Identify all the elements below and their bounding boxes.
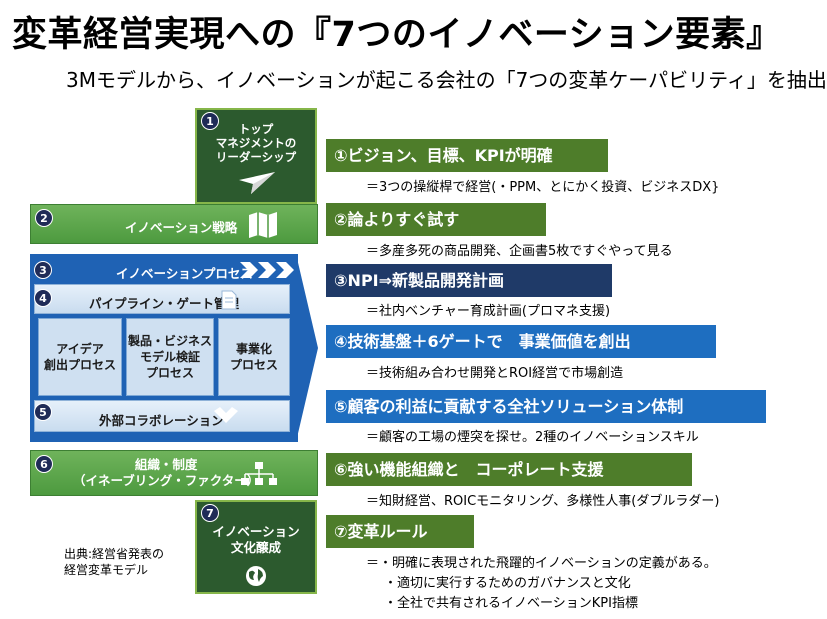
element-desc-1: ＝3つの操縦桿で経営(・PPM、とにかく投資、ビジネスDX} [366,180,720,195]
culture-box: 7 イノベーション 文化醸成 [195,500,317,594]
element-desc-2: ＝多産多死の商品開発、企画書5枚ですぐやって見る [366,244,673,259]
map-icon [249,212,277,238]
element-desc-3: ＝社内ベンチャー育成計画(プロマネ支援) [366,304,611,319]
chevrons-icon [240,262,294,278]
element-heading-3: ③NPI⇒新製品開発計画 [326,264,612,297]
idea-creation-label: アイデア 創出プロセス [43,342,116,372]
commercialization-column: 事業化 プロセス [218,318,290,396]
document-icon [221,290,237,310]
number-badge-2: 2 [35,209,53,227]
organization-label: 組織・制度 （イネーブリング・ファクター） [73,457,260,488]
element-desc-6: ＝知財経営、ROICモニタリング、多様性人事(ダブルラダー) [366,494,720,509]
element-desc-4: ＝技術組み合わせ開発とROI経営で市場創造 [366,366,624,381]
globe-icon [246,566,266,586]
process-row: 3 イノベーションプロセス [34,258,304,282]
element-desc-7-line-3: ・全社で共有されるイノベーションKPI指標 [384,596,638,611]
element-desc-7-line-2: ・適切に実行するためのガバナンスと文化 [384,576,631,591]
pipeline-row: 4 パイプライン・ゲート管理 [34,284,290,314]
top-management-label: トップ マネジメントの リーダーシップ [215,122,297,164]
organization-bar: 6 組織・制度 （イネーブリング・ファクター） [30,450,318,496]
element-heading-7: ⑦変革ルール [326,515,474,548]
source-note: 出典:経営省発表の 経営変革モデル [64,547,165,577]
pipeline-label: パイプライン・ゲート管理 [89,296,240,311]
number-badge-3: 3 [34,261,52,279]
top-management-box: 1 トップ マネジメントの リーダーシップ [195,108,317,204]
element-desc-7: ＝・明確に表現された飛躍的イノベーションの定義がある。 [366,556,717,571]
element-heading-2: ②論よりすぐ試す [326,203,546,236]
paper-plane-icon [239,172,275,194]
culture-label: イノベーション 文化醸成 [212,524,300,555]
number-badge-7: 7 [201,504,219,522]
collaboration-row: 5 外部コラボレーション [34,400,290,432]
handshake-icon [214,407,238,423]
idea-creation-column: アイデア 創出プロセス [38,318,122,396]
element-heading-4: ④技術基盤＋6ゲートで 事業価値を創出 [326,325,716,358]
validation-column: 製品・ビジネス モデル検証 プロセス [126,318,214,396]
page-title: 変革経営実現への『7つのイノベーション要素』 [12,15,782,55]
number-badge-4: 4 [34,289,52,307]
page-subtitle: 3Mモデルから、イノベーションが起こる会社の「7つの変革ケーパビリティ」を抽出 [66,68,827,92]
process-label: イノベーションプロセス [116,266,253,281]
process-arrow-head [296,254,318,442]
commercialization-label: 事業化 プロセス [229,342,278,372]
element-heading-5: ⑤顧客の利益に貢献する全社ソリューション体制 [326,390,766,423]
number-badge-1: 1 [201,112,219,130]
validation-label: 製品・ビジネス モデル検証 プロセス [127,334,212,380]
strategy-label: イノベーション戦略 [125,220,238,235]
strategy-bar: 2 イノベーション戦略 [30,204,318,244]
number-badge-6: 6 [35,455,53,473]
element-heading-1: ①ビジョン、目標、KPIが明確 [326,139,608,172]
element-heading-6: ⑥強い機能組織と コーポレート支援 [326,453,692,486]
number-badge-5: 5 [34,403,52,421]
element-desc-5: ＝顧客の工場の煙突を探せ。2種のイノベーションスキル [366,430,699,445]
collaboration-label: 外部コラボレーション [99,413,224,428]
org-chart-icon [241,462,277,485]
